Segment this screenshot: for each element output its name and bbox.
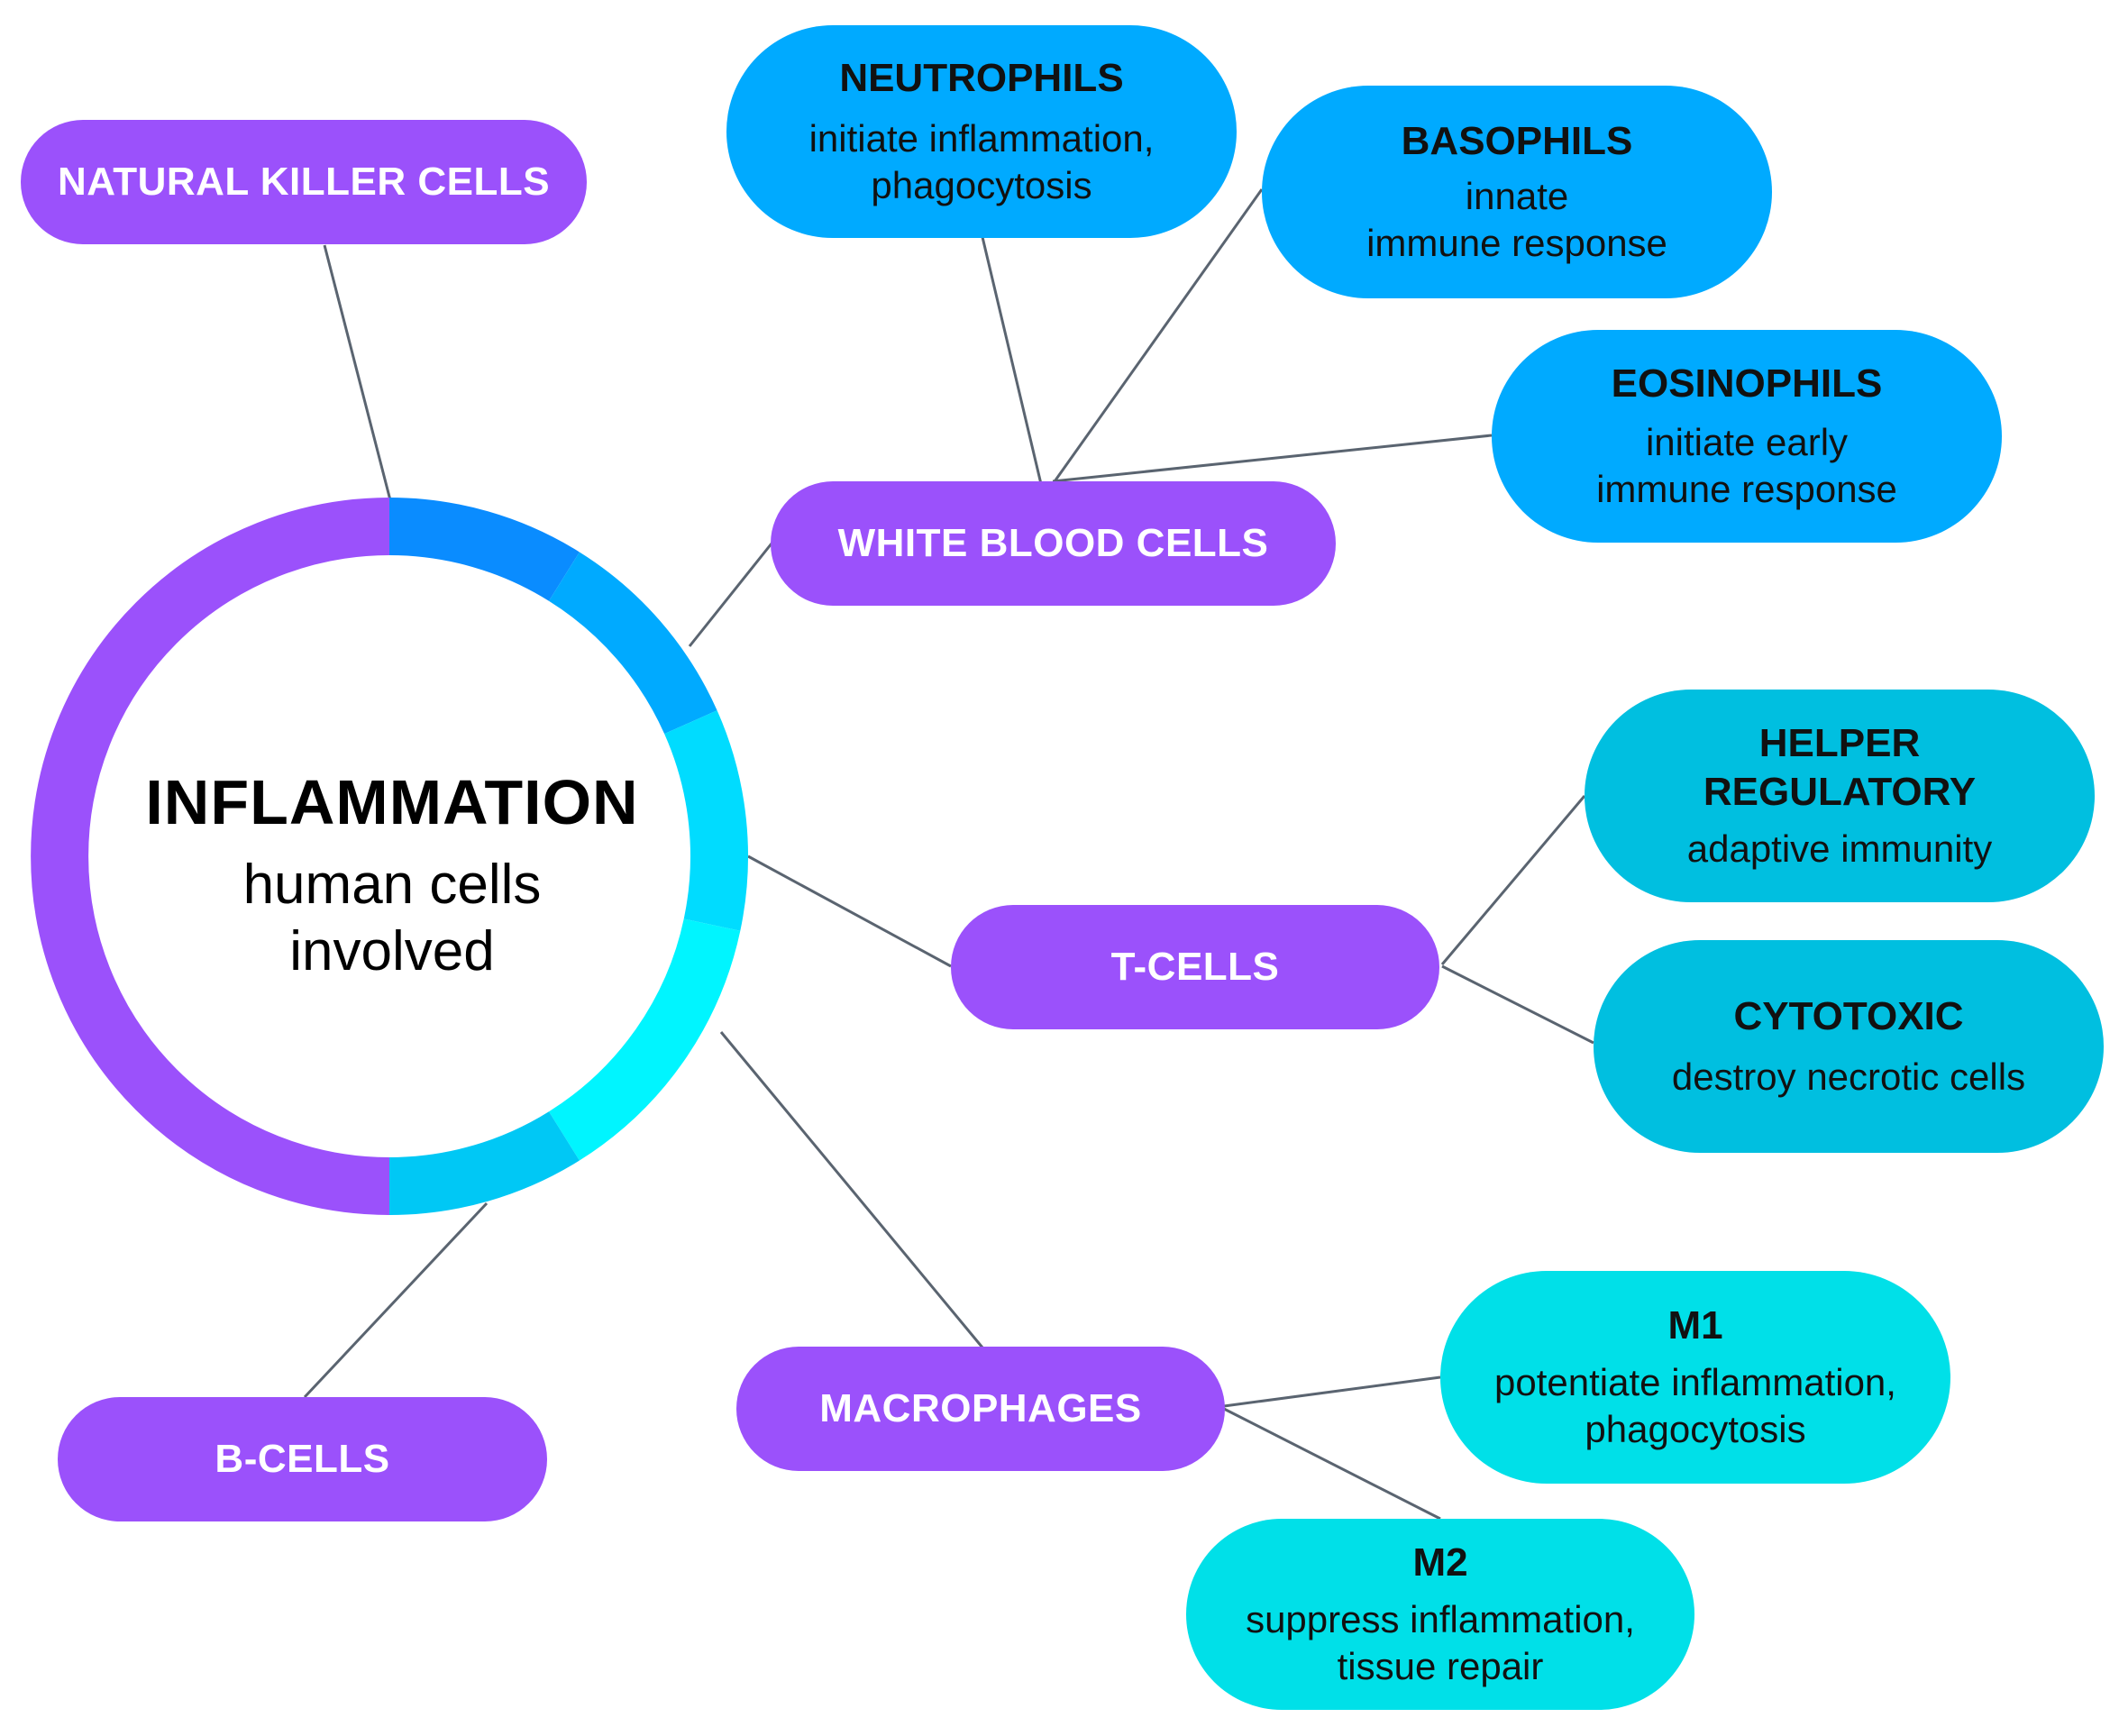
subtype-desc-line2: immune response [1366, 222, 1667, 264]
category-label: NATURAL KILLER CELLS [57, 160, 551, 204]
ring-segment-1 [388, 498, 580, 602]
center-title: INFLAMMATION [145, 767, 639, 837]
connector-tcells [747, 854, 952, 968]
subtype-helper-regulatory: HELPER REGULATORY adaptive immunity [1585, 690, 2095, 902]
connector-wbc [688, 538, 777, 647]
category-b-cells: B-CELLS [58, 1397, 547, 1521]
connector-helper [1440, 795, 1586, 965]
category-t-cells: T-CELLS [951, 905, 1439, 1029]
category-label: WHITE BLOOD CELLS [837, 521, 1269, 565]
ring-segment-6 [31, 498, 390, 1215]
connector-neutrophils [981, 236, 1043, 485]
subtype-desc-line2: phagocytosis [1585, 1408, 1806, 1450]
subtype-title: EOSINOPHILS [1611, 361, 1883, 406]
subtype-desc-line1: initiate inflammation, [808, 117, 1155, 160]
connector-basophils [1051, 188, 1264, 485]
subtype-desc-line1: innate [1465, 175, 1569, 217]
connector-nk [323, 244, 392, 501]
subtype-neutrophils: NEUTROPHILS initiate inflammation, phago… [726, 25, 1237, 238]
connector-m1 [1223, 1375, 1441, 1408]
subtype-title: BASOPHILS [1401, 119, 1633, 163]
subtype-title-line1: HELPER [1758, 721, 1921, 765]
subtype-basophils: BASOPHILS innate immune response [1262, 86, 1772, 298]
subtype-desc-line2: tissue repair [1337, 1645, 1544, 1687]
category-label: B-CELLS [215, 1437, 390, 1481]
subtype-m1: M1 potentiate inflammation, phagocytosis [1440, 1271, 1950, 1484]
category-macrophages: MACROPHAGES [736, 1347, 1225, 1471]
center-label: INFLAMMATION human cells involved [86, 762, 699, 985]
ring-segment-2 [548, 552, 717, 735]
subtype-desc-line2: immune response [1596, 468, 1897, 510]
ring-segment-3 [663, 710, 748, 931]
subtype-title: M2 [1412, 1540, 1468, 1585]
subtype-eosinophils: EOSINOPHILS initiate early immune respon… [1492, 330, 2002, 543]
subtype-title-line2: REGULATORY [1703, 770, 1977, 814]
subtype-cytotoxic: CYTOTOXIC destroy necrotic cells [1594, 940, 2104, 1153]
center-subtitle-line1: human cells [242, 854, 542, 916]
center-subtitle: human cells involved [86, 852, 699, 985]
connector-macrophages [719, 1031, 984, 1348]
subtype-title: CYTOTOXIC [1733, 994, 1964, 1038]
ring-segment-4 [548, 918, 741, 1161]
subtype-desc-line2: phagocytosis [871, 164, 1092, 206]
ring-segment-5 [388, 1110, 580, 1215]
subtype-m2: M2 suppress inflammation, tissue repair [1186, 1519, 1694, 1710]
subtype-title: M1 [1667, 1303, 1723, 1348]
connector-cytotoxic [1441, 964, 1594, 1045]
subtype-desc-line1: potentiate inflammation, [1494, 1361, 1896, 1403]
subtype-desc-line1: suppress inflammation, [1246, 1598, 1635, 1640]
category-label: T-CELLS [1110, 945, 1280, 989]
subtype-desc-line1: destroy necrotic cells [1671, 1055, 2026, 1098]
category-label: MACROPHAGES [819, 1386, 1142, 1430]
connector-eosinophils [1052, 434, 1493, 483]
connector-bcells [303, 1201, 489, 1399]
subtype-title: NEUTROPHILS [839, 56, 1124, 100]
connector-m2 [1223, 1407, 1441, 1521]
category-natural-killer-cells: NATURAL KILLER CELLS [21, 120, 587, 244]
center-subtitle-line2: involved [289, 920, 495, 982]
subtype-desc-line1: initiate early [1645, 421, 1849, 463]
category-white-blood-cells: WHITE BLOOD CELLS [771, 481, 1336, 606]
subtype-desc-line1: adaptive immunity [1686, 827, 1993, 870]
